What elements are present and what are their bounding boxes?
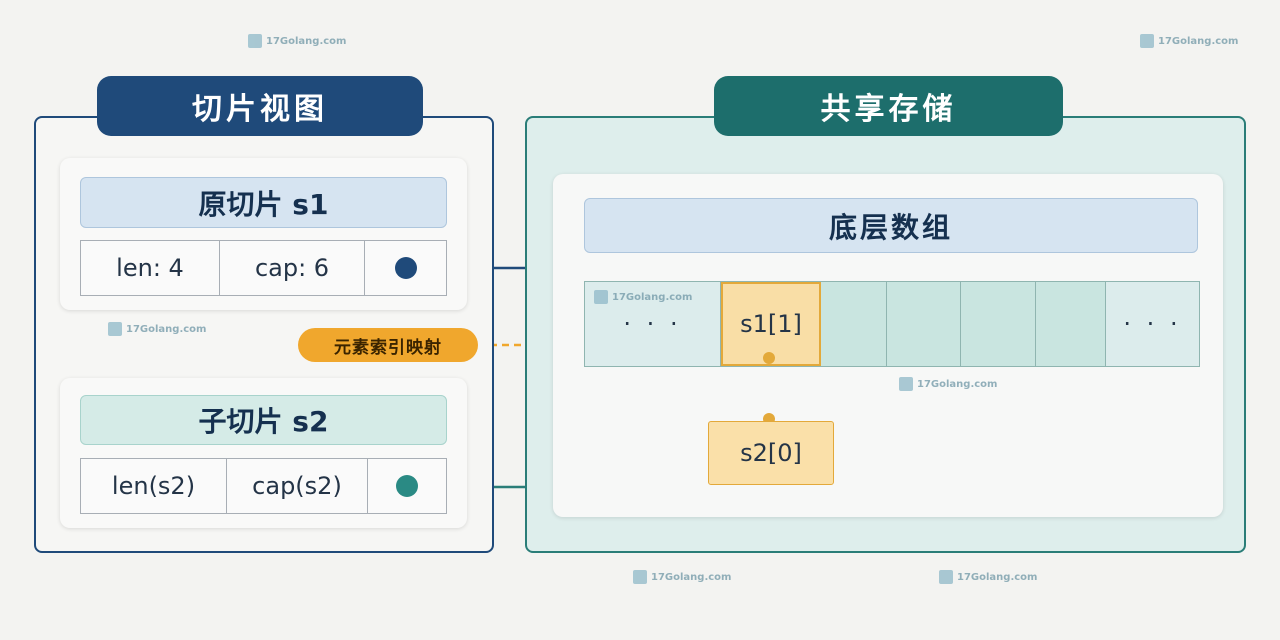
s2-element-box: s2[0] bbox=[708, 421, 834, 485]
array-title: 底层数组 bbox=[584, 198, 1198, 253]
watermark-text: 17Golang.com bbox=[126, 323, 207, 335]
array-cell-s1-1: s1[1] bbox=[721, 282, 821, 366]
array-cell bbox=[1036, 282, 1106, 366]
watermark-text: 17Golang.com bbox=[266, 35, 347, 47]
watermark-logo-icon bbox=[939, 570, 953, 584]
array-cell bbox=[887, 282, 961, 366]
s2-pointer-dot bbox=[396, 475, 418, 497]
watermark: 17Golang.com bbox=[939, 570, 1037, 584]
s1-cap-field: cap: 6 bbox=[220, 241, 365, 295]
watermark-logo-icon bbox=[594, 290, 608, 304]
s1-pointer-field bbox=[365, 241, 446, 295]
shared-storage-title: 共享存储 bbox=[714, 76, 1063, 136]
watermark-logo-icon bbox=[633, 570, 647, 584]
s1-element-dot bbox=[763, 352, 775, 364]
s2-pointer-field bbox=[368, 459, 446, 513]
watermark-logo-icon bbox=[108, 322, 122, 336]
watermark: 17Golang.com bbox=[633, 570, 731, 584]
s2-len-field: len(s2) bbox=[81, 459, 227, 513]
watermark: 17Golang.com bbox=[248, 34, 346, 48]
slice-s2-title: 子切片 s2 bbox=[80, 395, 447, 445]
watermark-text: 17Golang.com bbox=[651, 571, 732, 583]
s2-cap-field: cap(s2) bbox=[227, 459, 368, 513]
mapping-label: 元素索引映射 bbox=[298, 328, 478, 362]
watermark-text: 17Golang.com bbox=[917, 378, 998, 390]
watermark: 17Golang.com bbox=[108, 322, 206, 336]
slice-view-title: 切片视图 bbox=[97, 76, 423, 136]
slice-s1-header-row: len: 4 cap: 6 bbox=[80, 240, 447, 296]
watermark: 17Golang.com bbox=[899, 377, 997, 391]
watermark-text: 17Golang.com bbox=[612, 291, 693, 303]
watermark-logo-icon bbox=[899, 377, 913, 391]
slice-s2-header-row: len(s2) cap(s2) bbox=[80, 458, 447, 514]
array-cell bbox=[961, 282, 1036, 366]
watermark: 17Golang.com bbox=[1140, 34, 1238, 48]
watermark-text: 17Golang.com bbox=[957, 571, 1038, 583]
watermark-text: 17Golang.com bbox=[1158, 35, 1239, 47]
watermark-logo-icon bbox=[248, 34, 262, 48]
slice-s1-title: 原切片 s1 bbox=[80, 177, 447, 228]
array-cell bbox=[821, 282, 887, 366]
array-cell-ellipsis-end: · · · bbox=[1106, 282, 1199, 366]
watermark-logo-icon bbox=[1140, 34, 1154, 48]
s1-len-field: len: 4 bbox=[81, 241, 220, 295]
s1-pointer-dot bbox=[394, 257, 417, 279]
watermark: 17Golang.com bbox=[594, 290, 692, 304]
